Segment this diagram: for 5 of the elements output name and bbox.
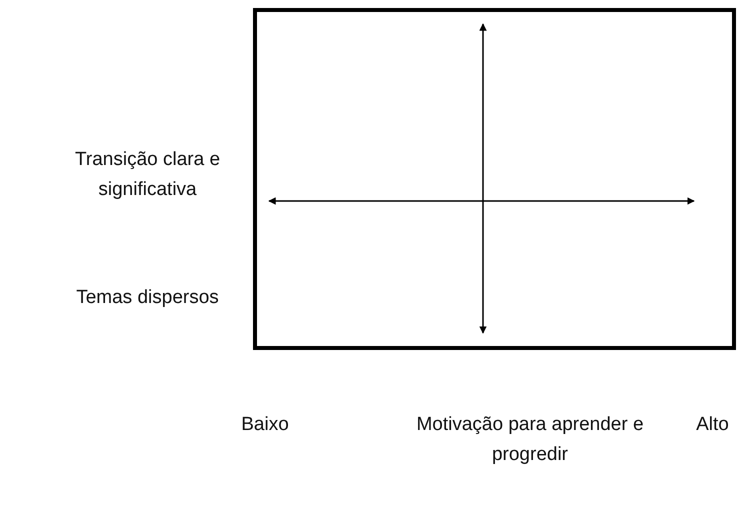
axis-title: Motivação para aprender e progredir <box>415 413 645 467</box>
axis-label: Alto <box>695 413 730 437</box>
axis-label: Transição clara e significativa <box>74 148 222 202</box>
axis-label: Baixo <box>240 413 290 437</box>
axis-label: Temas dispersos <box>75 286 220 310</box>
